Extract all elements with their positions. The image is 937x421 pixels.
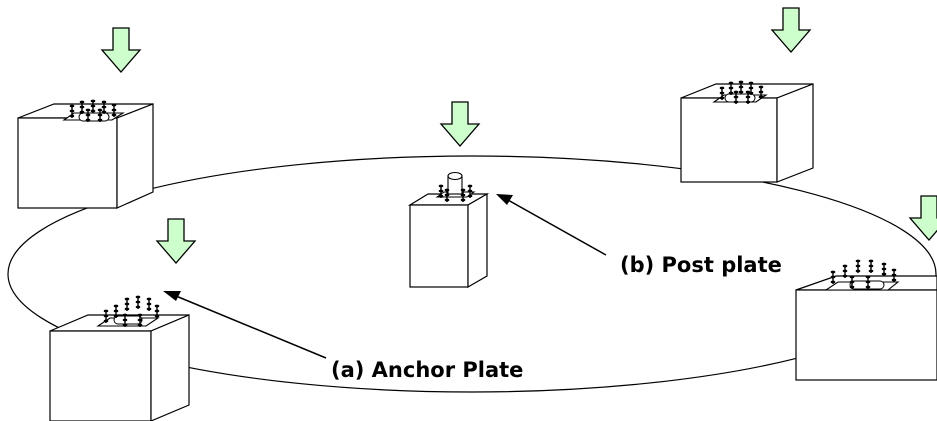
bolt-icon	[467, 183, 473, 199]
bolt-icon	[849, 274, 855, 290]
concrete-block-top-left	[17, 98, 154, 209]
bolt-icon	[444, 187, 450, 203]
bolt-icon	[121, 312, 129, 328]
bolt-icon	[78, 99, 86, 115]
callout-arrow-post-plate	[496, 194, 607, 256]
bolt-icon	[134, 294, 142, 310]
label-post-plate: (b) Post plate	[620, 253, 782, 277]
anchor-plate-bottom-left	[96, 294, 161, 328]
load-arrow-icon	[771, 7, 811, 53]
bolt-icon	[745, 89, 751, 105]
bolt-icon	[96, 107, 104, 123]
bolt-icon	[145, 296, 153, 312]
bolt-icon	[136, 312, 144, 328]
bolt-icon	[733, 89, 739, 105]
bolt-icon	[68, 103, 76, 119]
bolt-icon	[89, 98, 97, 114]
bolt-icon	[438, 183, 444, 199]
bolt-icon	[881, 261, 887, 277]
circular-test-track	[7, 155, 937, 393]
load-arrow-icon	[909, 195, 937, 241]
bolt-icon	[868, 258, 874, 274]
anchor-plate-top-left	[62, 98, 125, 123]
bolt-icon	[728, 80, 734, 96]
bolt-icon	[738, 79, 744, 95]
bolt-icon	[110, 102, 118, 118]
bolt-icon	[758, 84, 764, 100]
concrete-block-right	[795, 258, 937, 381]
post-plate	[435, 171, 476, 203]
bolt-icon	[842, 263, 848, 279]
bolt-icon	[112, 303, 120, 319]
bolt-icon	[855, 258, 861, 274]
load-arrow-icon	[440, 101, 480, 147]
bolt-icon	[719, 85, 725, 101]
concrete-block-bottom-left	[49, 294, 190, 421]
anchor-plate-top-right	[712, 79, 768, 105]
bolt-icon	[153, 303, 161, 319]
concrete-block-center	[407, 171, 490, 289]
bolt-icon	[84, 107, 92, 123]
bolt-icon	[891, 267, 897, 283]
load-arrow-icon	[101, 27, 141, 73]
bolt-icon	[830, 269, 836, 285]
bolt-icon	[460, 187, 466, 203]
bolt-icon	[123, 296, 131, 312]
callout-arrow-anchor-plate	[163, 291, 327, 359]
label-anchor-plate: (a) Anchor Plate	[331, 358, 523, 382]
bolt-icon	[100, 99, 108, 115]
anchor-plate-right	[824, 258, 900, 291]
bolt-icon	[102, 308, 110, 324]
load-arrow-icon	[156, 218, 196, 264]
bolt-icon	[865, 274, 871, 290]
concrete-block-top-right	[680, 79, 814, 183]
